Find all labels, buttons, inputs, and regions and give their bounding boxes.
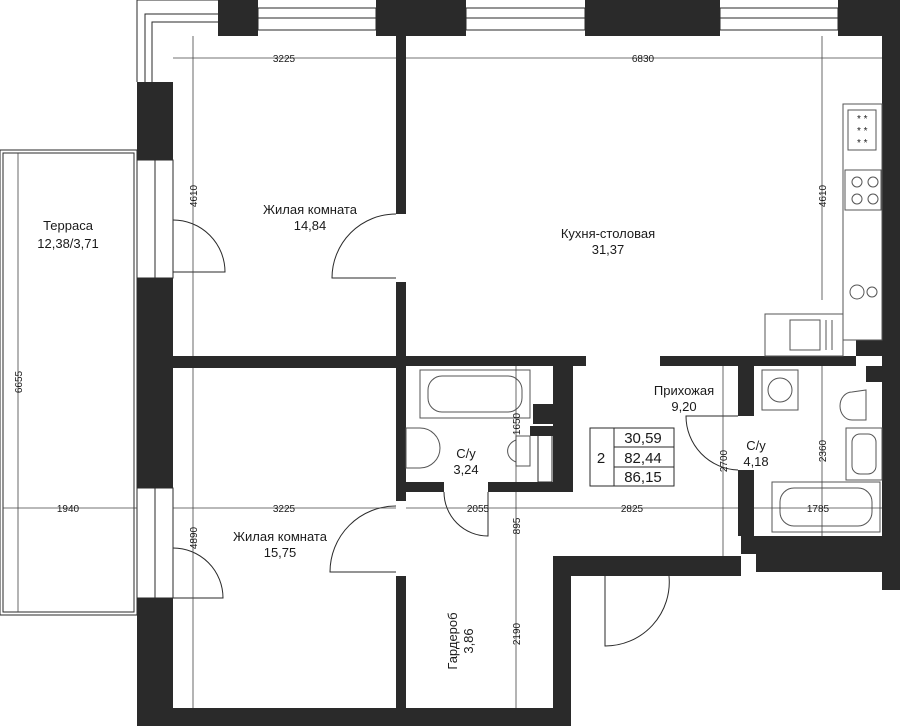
dim-kitchen-height: 4610 (818, 184, 829, 207)
kitchen-area: 31,37 (592, 242, 625, 257)
doors (172, 213, 739, 647)
dim-corridor-width-right: 2825 (621, 504, 644, 515)
living-top-area: 14,84 (294, 218, 327, 233)
dim-wardrobe-height: 2190 (512, 622, 523, 645)
dim-terrace-height: 6655 (14, 370, 25, 393)
svg-text:* *: * * (857, 126, 868, 137)
bathroom-fixtures (405, 369, 883, 533)
summary-room-count: 2 (597, 450, 605, 467)
bath-right-area: 4,18 (743, 454, 768, 469)
bath-right-name: С/у (746, 438, 766, 453)
living-bottom-area: 15,75 (264, 545, 297, 560)
terrace-area: 12,38/3,71 (37, 236, 98, 251)
dim-hall-height: 2700 (719, 449, 730, 472)
summary-total-with-terrace: 86,15 (624, 469, 662, 486)
terrace (0, 149, 138, 616)
top-windows (136, 0, 839, 82)
dim-terrace-width: 1940 (57, 504, 80, 515)
dim-left-room-height: 4610 (189, 184, 200, 207)
terrace-name: Терраса (43, 218, 94, 233)
interior-walls (173, 36, 882, 708)
wardrobe-area: 3,86 (461, 628, 476, 653)
living-bottom-name: Жилая комната (233, 529, 328, 544)
wardrobe-name: Гардероб (445, 612, 460, 669)
summary-total-area: 82,44 (624, 450, 662, 467)
dim-bath-height: 1650 (512, 412, 523, 435)
outer-walls (137, 0, 900, 726)
living-top-name: Жилая комната (263, 202, 358, 217)
dim-top-right-width: 6830 (632, 54, 655, 65)
kitchen-name: Кухня-столовая (561, 226, 655, 241)
summary-living-area: 30,59 (624, 430, 662, 447)
left-windows (136, 159, 174, 599)
dimension-lines (3, 36, 882, 708)
dim-living-bottom-height: 4890 (189, 526, 200, 549)
dim-bottom-left-width: 3225 (273, 504, 296, 515)
dim-top-left-width: 3225 (273, 54, 296, 65)
dim-corridor-width-left: 2055 (467, 504, 490, 515)
hallway-name: Прихожая (654, 383, 714, 398)
dim-bath-right-width: 1785 (807, 504, 830, 515)
bath-left-name: С/у (456, 446, 476, 461)
dim-corridor-height: 895 (512, 517, 523, 534)
svg-text:* *: * * (857, 138, 868, 149)
bath-left-area: 3,24 (453, 462, 478, 477)
summary-box (589, 427, 675, 487)
kitchen-fixtures: * * * * * * (764, 103, 883, 357)
hallway-area: 9,20 (671, 399, 696, 414)
svg-text:* *: * * (857, 114, 868, 125)
dim-bath-right-height: 2360 (818, 439, 829, 462)
